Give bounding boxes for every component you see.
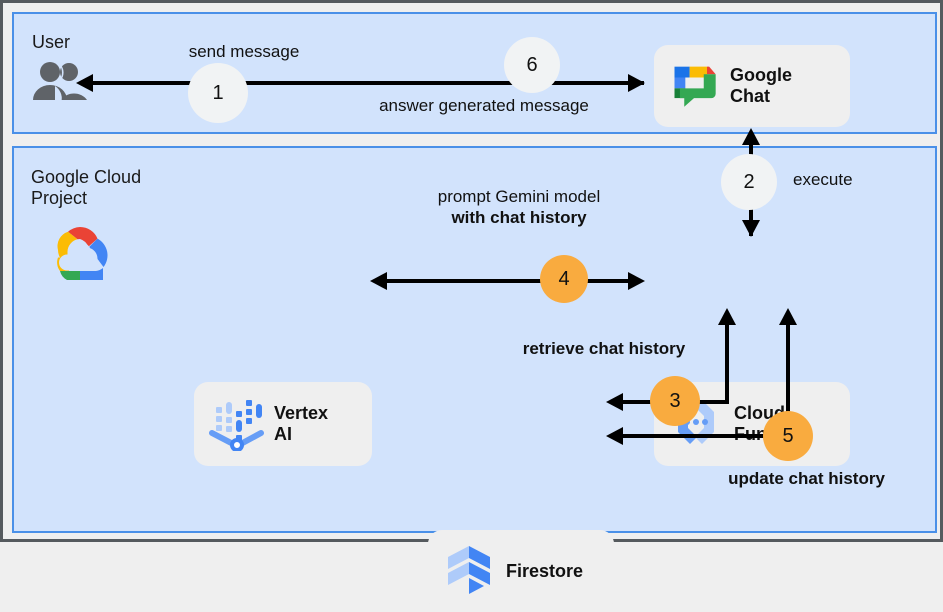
google-chat-icon xyxy=(668,58,720,115)
panel-gcp-title: Google Cloud Project xyxy=(31,167,142,208)
node-firestore-label: Firestore xyxy=(506,560,584,581)
node-google-chat-label: Google Chat xyxy=(730,65,792,106)
firestore-icon xyxy=(442,541,496,602)
edge-label-retrieve-chat-history: retrieve chat history xyxy=(522,339,686,358)
node-vertex-ai[interactable]: Vertex AI xyxy=(194,382,372,466)
edge-1-arrowhead xyxy=(76,74,93,92)
edge-3-vline xyxy=(725,324,729,404)
edge-label-prompt-line1: prompt Gemini model xyxy=(437,187,601,206)
edge-3-arrowhead-left xyxy=(606,393,623,411)
edge-3-arrowhead-up xyxy=(718,308,736,325)
edge-5-arrowhead-up xyxy=(779,308,797,325)
edge-label-update-chat-history: update chat history xyxy=(728,469,885,488)
edge-4-arrowhead-left xyxy=(370,272,387,290)
vertex-ai-icon xyxy=(208,393,264,456)
node-firestore[interactable]: Firestore xyxy=(428,530,614,612)
step-badge-2: 2 xyxy=(721,154,777,210)
edge-label-answer-generated-message: answer generated message xyxy=(379,96,589,115)
edge-5-hline xyxy=(622,434,792,438)
step-badge-6: 6 xyxy=(504,37,560,93)
panel-user-title: User xyxy=(32,32,71,52)
edge-label-execute: execute xyxy=(793,170,853,189)
edge-3-hline xyxy=(622,400,642,404)
edge-1-line xyxy=(92,81,644,85)
edge-5-vline xyxy=(786,324,790,456)
node-vertex-ai-label: Vertex AI xyxy=(274,403,329,444)
edge-2-arrowhead-up xyxy=(742,128,760,145)
edge-label-send-message: send message xyxy=(188,42,300,61)
users-icon xyxy=(31,60,87,102)
panel-google-cloud-project: Google Cloud Project xyxy=(12,128,937,612)
panel-user: User xyxy=(12,12,937,134)
step-badge-3: 3 xyxy=(650,376,700,426)
edge-4-arrowhead-right xyxy=(628,272,645,290)
google-cloud-icon xyxy=(44,224,116,287)
step-badge-4: 4 xyxy=(540,255,588,303)
step-badge-5: 5 xyxy=(763,411,813,461)
edge-2-arrowhead-down xyxy=(742,220,760,237)
edge-6-arrowhead xyxy=(628,74,645,92)
edge-label-prompt-line2: with chat history xyxy=(451,208,587,227)
edge-label-prompt-gemini: prompt Gemini model with chat history xyxy=(384,186,654,228)
step-badge-1: 1 xyxy=(188,63,248,123)
edge-5-arrowhead-left xyxy=(606,427,623,445)
edge-4-line xyxy=(386,279,638,283)
node-google-chat[interactable]: Google Chat xyxy=(654,45,850,127)
